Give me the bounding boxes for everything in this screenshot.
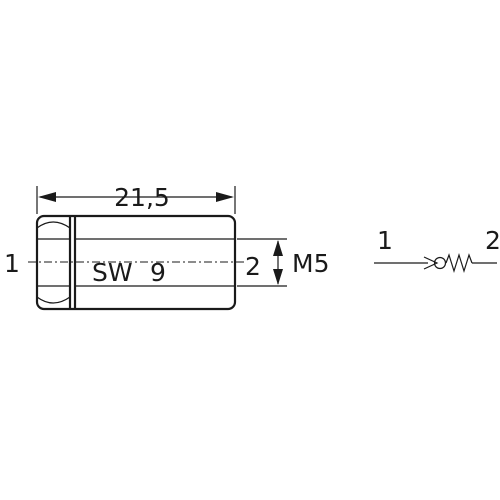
spring-icon <box>445 252 473 274</box>
thread-arrowhead-top-icon <box>273 240 283 256</box>
check-valve-symbol: 1 2 <box>374 226 500 274</box>
port-label-right: 2 <box>245 252 261 281</box>
arrowhead-right-icon <box>216 192 234 202</box>
length-value: 21,5 <box>114 183 170 212</box>
wrench-size-label: SW <box>92 258 133 287</box>
length-dimension: 21,5 <box>36 183 236 214</box>
body-outline <box>35 214 237 311</box>
thread-dimension: M5 <box>237 238 329 287</box>
valve-ball-icon <box>433 256 447 270</box>
hex-chamfer-bottom <box>36 296 71 304</box>
hex-chamfer-top <box>36 221 71 229</box>
arrowhead-left-icon <box>38 192 56 202</box>
thread-arrowhead-bottom-icon <box>273 269 283 285</box>
thread-size-label: M5 <box>292 249 329 278</box>
port-label-left: 1 <box>4 249 20 278</box>
wrench-size-value: 9 <box>150 258 166 287</box>
valve-body <box>28 214 245 311</box>
symbol-port-in: 1 <box>377 226 393 255</box>
valve-seat-icon <box>423 256 439 270</box>
symbol-port-out: 2 <box>485 226 500 255</box>
